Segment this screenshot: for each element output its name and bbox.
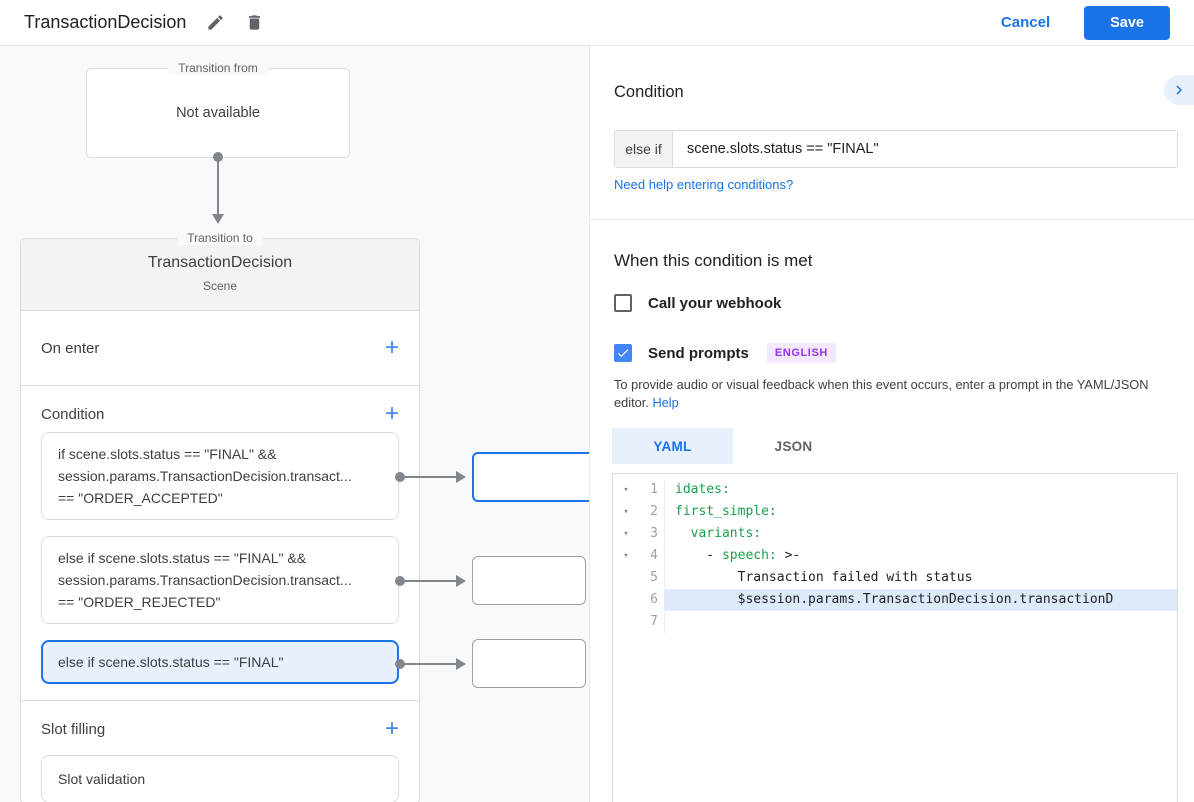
editor-line[interactable]: ▾ 2 first_simple:: [613, 501, 1177, 523]
yaml-editor[interactable]: ▾ 1 idates: ▾ 2 first_simple: ▾ 3 variants: ▾ 4 -…: [612, 473, 1178, 802]
code-text[interactable]: $session.params.TransactionDecision.tran…: [665, 589, 1177, 611]
arrow-down-icon: [212, 214, 224, 224]
condition-card[interactable]: if scene.slots.status == "FINAL" && sess…: [41, 432, 399, 520]
page-title: TransactionDecision: [24, 12, 187, 32]
send-prompts-row: Send prompts ENGLISH: [614, 343, 836, 363]
trash-icon: [245, 13, 264, 32]
fold-gutter: [613, 567, 639, 589]
add-on-enter-button[interactable]: +: [384, 334, 399, 361]
editor-line[interactable]: 6 $session.params.TransactionDecision.tr…: [613, 589, 1177, 611]
fold-gutter: [613, 589, 639, 611]
code-text[interactable]: [665, 611, 1177, 633]
fold-gutter: [613, 611, 639, 633]
webhook-checkbox[interactable]: [614, 294, 632, 312]
on-enter-label: On enter: [41, 339, 100, 357]
add-condition-button[interactable]: +: [384, 400, 399, 427]
arrow-right-icon: [456, 575, 466, 587]
fold-arrow-icon[interactable]: ▾: [623, 529, 629, 539]
slot-filling-section: Slot filling +: [21, 701, 419, 747]
transition-to-legend: Transition to: [177, 231, 263, 245]
webhook-row: Call your webhook: [614, 294, 781, 312]
transition-target-node[interactable]: [472, 452, 589, 502]
save-button[interactable]: Save: [1084, 5, 1170, 40]
flow-canvas: Transition from Not available Transition…: [0, 46, 590, 802]
send-prompts-label: Send prompts: [648, 344, 749, 362]
line-number: 7: [639, 611, 665, 633]
fold-arrow-icon[interactable]: ▾: [623, 551, 629, 561]
scene-header[interactable]: TransactionDecision Scene: [21, 239, 419, 311]
connector-line: [217, 157, 219, 214]
top-bar: TransactionDecision Cancel Save: [0, 0, 1194, 46]
feedback-text-body: To provide audio or visual feedback when…: [614, 377, 1149, 410]
editor-line[interactable]: 7: [613, 611, 1177, 633]
conditions-help-link[interactable]: Need help entering conditions?: [614, 177, 794, 192]
transition-from-value: Not available: [176, 105, 260, 121]
collapse-panel-button[interactable]: [1164, 75, 1194, 105]
pencil-icon: [206, 13, 225, 32]
line-number: 5: [639, 567, 665, 589]
scene-type-label: Scene: [202, 279, 238, 293]
transition-target-node[interactable]: [472, 556, 586, 605]
panel-title: Condition: [614, 83, 684, 101]
code-text[interactable]: Transaction failed with status: [675, 570, 973, 585]
else-if-prefix: else if: [615, 131, 673, 167]
panel-divider: [590, 219, 1194, 220]
check-icon: [616, 346, 630, 360]
line-number: 6: [639, 589, 665, 611]
transition-from-legend: Transition from: [168, 61, 268, 75]
arrow-right-icon: [456, 658, 466, 670]
code-text[interactable]: first_simple:: [675, 504, 777, 519]
condition-input-group: else if: [614, 130, 1178, 168]
editor-line[interactable]: ▾ 4 - speech: >-: [613, 545, 1177, 567]
line-number: 2: [639, 501, 665, 523]
line-number: 1: [639, 479, 665, 501]
line-number: 4: [639, 545, 665, 567]
slot-validation-card[interactable]: Slot validation: [41, 755, 399, 802]
when-met-title: When this condition is met: [614, 251, 813, 270]
code-text[interactable]: - speech: >-: [675, 548, 801, 563]
transition-from-node: Transition from Not available: [86, 61, 350, 158]
delete-button[interactable]: [245, 13, 264, 32]
editor-line[interactable]: ▾ 1 idates:: [613, 479, 1177, 501]
tab-yaml[interactable]: YAML: [612, 428, 733, 464]
connector-line: [404, 663, 456, 665]
cancel-button[interactable]: Cancel: [1000, 14, 1051, 31]
webhook-label: Call your webhook: [648, 294, 782, 312]
fold-arrow-icon[interactable]: ▾: [623, 507, 629, 517]
arrow-right-icon: [456, 471, 466, 483]
connector-dot: [395, 472, 405, 482]
editor-line[interactable]: ▾ 3 variants:: [613, 523, 1177, 545]
scene-title: TransactionDecision: [147, 254, 293, 271]
condition-card-selected[interactable]: else if scene.slots.status == "FINAL": [41, 640, 399, 684]
condition-editor-panel: Condition else if Need help entering con…: [590, 46, 1194, 802]
fold-arrow-icon[interactable]: ▾: [623, 485, 629, 495]
feedback-text: To provide audio or visual feedback when…: [614, 376, 1186, 412]
scene-node: Transition to TransactionDecision Scene …: [20, 231, 420, 802]
editor-line[interactable]: 5 Transaction failed with status: [613, 567, 1177, 589]
connector-line: [404, 580, 456, 582]
feedback-help-link[interactable]: Help: [652, 395, 679, 410]
line-number: 3: [639, 523, 665, 545]
tab-json[interactable]: JSON: [774, 438, 813, 454]
transition-target-node[interactable]: [472, 639, 586, 688]
connector-dot: [395, 659, 405, 669]
slot-filling-label: Slot filling: [41, 720, 106, 738]
condition-expression-input[interactable]: [673, 131, 1177, 167]
send-prompts-checkbox[interactable]: [614, 344, 632, 362]
connector-dot: [395, 576, 405, 586]
edit-button[interactable]: [206, 13, 225, 32]
code-text[interactable]: idates:: [675, 482, 730, 497]
on-enter-section: On enter +: [21, 311, 419, 386]
code-text[interactable]: variants:: [690, 526, 762, 541]
add-slot-button[interactable]: +: [384, 715, 399, 742]
condition-section: Condition + if scene.slots.status == "FI…: [21, 386, 419, 701]
editor-tabs: YAML JSON: [612, 428, 854, 464]
connector-line: [404, 476, 456, 478]
condition-card[interactable]: else if scene.slots.status == "FINAL" &&…: [41, 536, 399, 624]
chevron-right-icon: [1170, 81, 1188, 99]
yaml-editor-lines: ▾ 1 idates: ▾ 2 first_simple: ▾ 3 variants: ▾ 4 -…: [613, 479, 1177, 633]
language-badge: ENGLISH: [766, 343, 836, 363]
condition-label: Condition: [41, 405, 105, 423]
